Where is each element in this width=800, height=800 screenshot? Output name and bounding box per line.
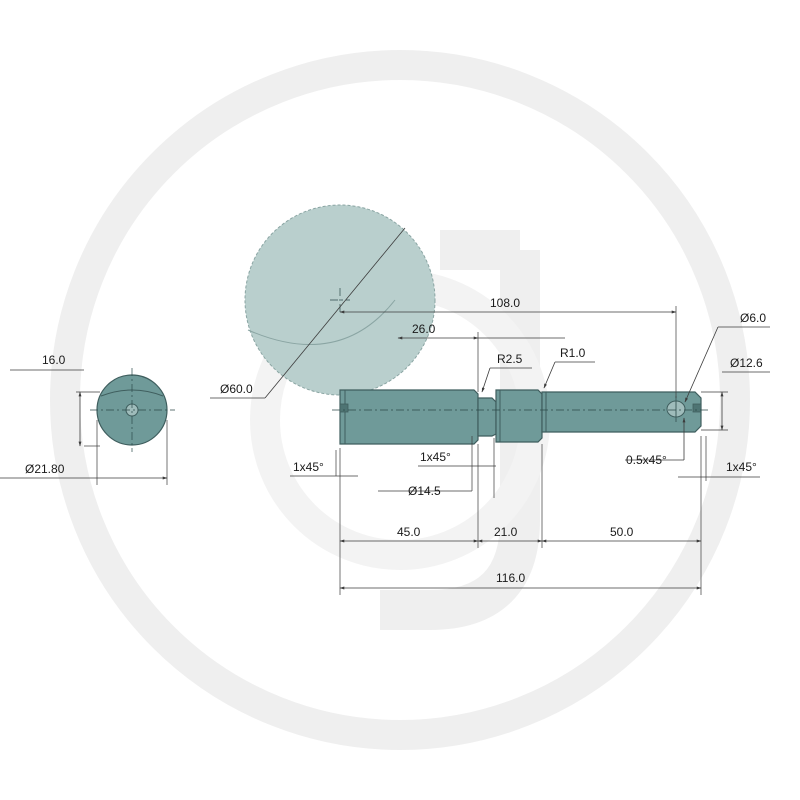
chamfer-hole-label: 0.5x45° <box>626 453 667 467</box>
end-view-flat-label: 16.0 <box>42 353 66 367</box>
chamfer-right-label: 1x45° <box>726 460 757 474</box>
chamfer-neck-label: 1x45° <box>420 450 451 464</box>
end-view-dia-label: Ø21.80 <box>25 462 65 476</box>
dimension-labels: 116.0 45.0 21.0 50.0 108.0 26.0 Ø60.0 16… <box>25 296 766 585</box>
detail-circle-dia-label: Ø60.0 <box>220 382 253 396</box>
radius-1-label: R2.5 <box>497 352 523 366</box>
end-view <box>90 368 175 452</box>
collar-width-label: 26.0 <box>412 322 436 336</box>
detail-circle <box>244 204 436 396</box>
length-to-hole-label: 108.0 <box>490 296 520 310</box>
radius-2-label: R1.0 <box>560 346 586 360</box>
dimension-lines <box>0 227 770 595</box>
segment-3-label: 50.0 <box>610 525 634 539</box>
chamfer-left-label: 1x45° <box>293 460 324 474</box>
shaft-dia-label: Ø12.6 <box>730 356 763 370</box>
hole-dia-label: Ø6.0 <box>740 311 766 325</box>
pin-body <box>332 389 710 445</box>
neck-dia-label: Ø14.5 <box>408 484 441 498</box>
segment-2-label: 21.0 <box>494 525 518 539</box>
total-length-label: 116.0 <box>496 571 525 585</box>
segment-1-label: 45.0 <box>397 525 421 539</box>
